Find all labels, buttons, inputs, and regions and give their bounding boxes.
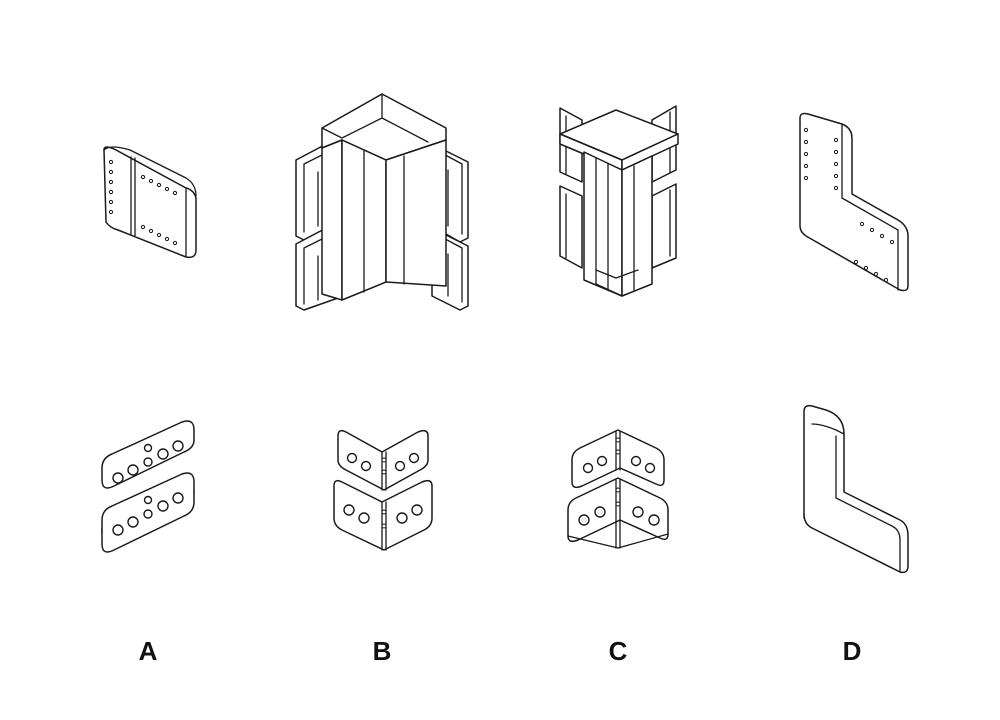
a-top-holes: [108, 159, 178, 246]
label-d: D: [842, 636, 862, 666]
label-b: B: [372, 636, 392, 666]
item-c-angle-brackets: [567, 429, 669, 549]
item-d-blank-l-plate: [803, 404, 909, 574]
item-b-inner-corner: [295, 93, 469, 311]
d-top-holes: [803, 127, 895, 283]
item-d-l-bracket-plate: [799, 112, 909, 292]
item-a-straight-joint: [103, 146, 197, 259]
item-a-flat-plates: [101, 420, 195, 553]
item-c-outer-corner: [559, 105, 679, 297]
item-b-angle-brackets: [333, 429, 433, 551]
label-a: A: [138, 636, 158, 666]
label-c: C: [608, 636, 628, 666]
